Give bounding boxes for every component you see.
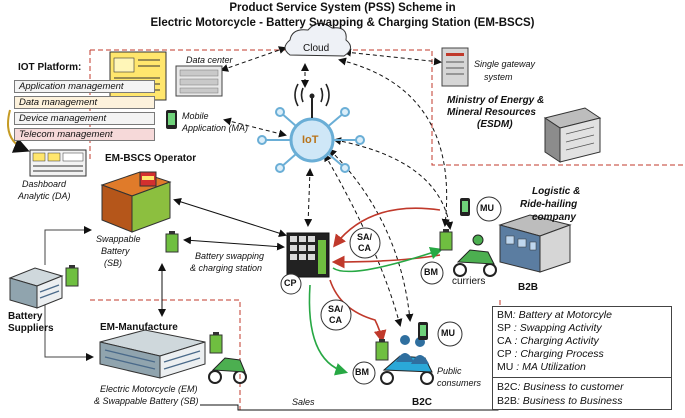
manufacture-building-icon — [99, 329, 206, 379]
iot-label: IoT — [302, 134, 319, 146]
legend-row-bm: BM: Battery at Motorcyle — [497, 309, 612, 321]
ministry-building-icon — [543, 107, 602, 163]
platform-item-device: Device management — [14, 112, 155, 125]
legend-row-b2c: B2C: Business to customer — [497, 381, 624, 393]
battery-icon-manufacture — [209, 332, 223, 354]
platform-item-application: Application management — [14, 80, 155, 93]
bm-badge-b2b: BM — [424, 267, 438, 277]
currier-motorcycle-icon — [453, 234, 497, 277]
b2c-label: B2C — [412, 397, 433, 408]
sa-ca-badge-top-2: CA — [358, 243, 371, 253]
mu-badge-b2b: MU — [480, 203, 494, 213]
ministry-label-2: Mineral Resources — [447, 107, 536, 118]
swap-arrows — [308, 207, 444, 376]
charging-station-icon — [286, 232, 330, 278]
platform-item-data: Data management — [14, 96, 155, 109]
logistic-label-3: company — [532, 212, 576, 223]
platform-to-dashboard-arrow — [7, 109, 30, 153]
mu-badge-b2c: MU — [441, 328, 455, 338]
swappable-label-2: Battery — [101, 246, 130, 256]
iot-platform-heading: IOT Platform: — [18, 62, 82, 73]
battery-icon-curriers — [439, 229, 453, 251]
swappable-label-3: (SB) — [104, 258, 122, 268]
sa-ca-badge-bottom: SA/ — [328, 304, 344, 314]
battery-icon-public — [375, 339, 389, 361]
dashboard-label-1: Dashboard — [22, 179, 67, 189]
ministry-label-3: (ESDM) — [477, 119, 513, 130]
manufacture-label: EM-Manufacture — [100, 322, 178, 333]
mobile-app-label-2: Application (MA) — [182, 123, 249, 133]
badge-circles — [280, 196, 502, 385]
data-center-icon — [175, 65, 223, 97]
cloud-label: Cloud — [303, 43, 330, 54]
logistic-label-1: Logistic & — [532, 186, 581, 197]
gateway-server-icon — [441, 47, 469, 87]
legend-row-b2b: B2B: Business to Business — [497, 395, 623, 407]
title-line-2: Electric Motorcycle - Battery Swapping &… — [150, 17, 535, 29]
logistic-building-icon — [498, 214, 572, 273]
bm-badge-b2c: BM — [355, 367, 369, 377]
mu-phone-icon-b2b — [460, 198, 470, 216]
cloud-icon — [284, 23, 351, 57]
dashboard-monitor-icon — [29, 149, 87, 177]
battery-suppliers-label-2: Suppliers — [8, 323, 54, 334]
cp-badge: CP — [284, 278, 297, 288]
operator-label: EM-BSCS Operator — [105, 153, 197, 164]
dashboard-label-2: Analytic (DA) — [18, 191, 71, 201]
gateway-label-2: system — [484, 72, 513, 82]
mu-phone-icon-b2c — [418, 322, 428, 340]
sa-ca-badge-top: SA/ — [357, 232, 373, 242]
station-label-2: & charging station — [190, 263, 263, 273]
station-label-1: Battery swapping — [195, 251, 265, 261]
manufacture-motorcycle-icon — [208, 357, 247, 384]
curriers-label: curriers — [452, 276, 486, 287]
b2b-label: B2B — [518, 282, 539, 293]
em-label-2: & Swappable Battery (SB) — [94, 396, 199, 406]
legend-row-mu: MU : MA Utilization — [497, 361, 586, 373]
data-links — [220, 46, 454, 327]
swappable-label-1: Swappable — [96, 234, 141, 244]
mobile-app-label-1: Mobile — [182, 111, 209, 121]
supplier-connectors — [44, 226, 94, 361]
legend-row-ca: CA : Charging Activity — [497, 335, 599, 347]
title-line-1: Product Service System (PSS) Scheme in — [229, 2, 456, 14]
battery-suppliers-label-1: Battery — [8, 311, 43, 322]
gateway-label-1: Single gateway — [474, 59, 536, 69]
data-center-label: Data center — [186, 55, 233, 65]
sa-ca-badge-bottom-2: CA — [329, 315, 342, 325]
battery-icon-suppliers — [65, 265, 79, 287]
legend-separator — [493, 377, 671, 378]
logistic-label-2: Ride-hailing — [520, 199, 578, 210]
legend-row-sp: SP : Swapping Activity — [497, 322, 602, 334]
ministry-label-1: Ministry of Energy & — [447, 95, 545, 106]
platform-item-telecom: Telecom management — [14, 128, 155, 141]
sales-label: Sales — [292, 397, 315, 407]
public-label-2: consumers — [437, 378, 482, 388]
legend-row-cp: CP : Charging Process — [497, 348, 604, 360]
public-motorcycle-icon — [380, 335, 434, 385]
public-label-1: Public — [437, 366, 462, 376]
mobile-phone-icon — [166, 110, 177, 129]
iot-hub-icon — [257, 83, 365, 173]
operator-station-icon — [100, 171, 172, 233]
legend-box: BM: Battery at Motorcyle SP : Swapping A… — [492, 306, 672, 410]
battery-icon-sb — [165, 231, 179, 253]
em-label-1: Electric Motorcycle (EM) — [100, 384, 198, 394]
suppliers-building-icon — [8, 267, 64, 309]
